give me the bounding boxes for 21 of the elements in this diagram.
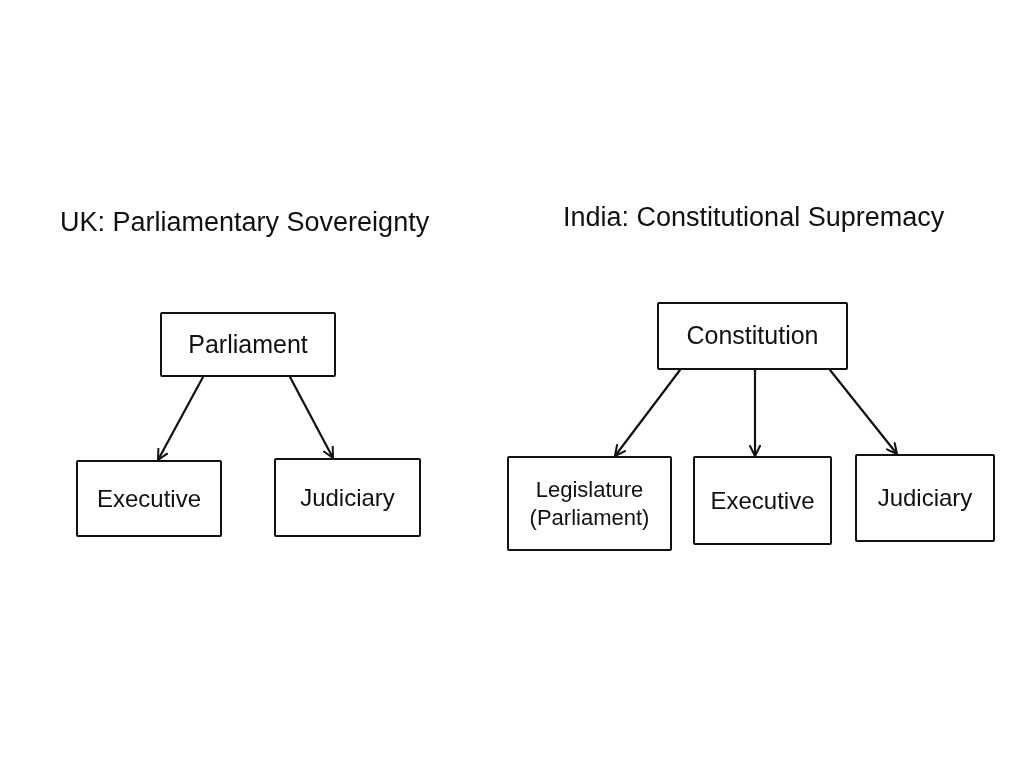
box-label: Legislature (Parliament): [528, 476, 651, 531]
box-label: Parliament: [188, 328, 308, 360]
box-label: Executive: [96, 483, 202, 514]
section-heading: UK: Parliamentary Sovereignty: [60, 206, 430, 239]
box-label: Constitution: [686, 320, 819, 352]
section-heading: India: Constitutional Supremacy: [563, 201, 945, 234]
arrow: [613, 368, 682, 458]
arrow: [288, 375, 335, 460]
org-box: [855, 454, 995, 542]
box-label: Judiciary: [300, 482, 395, 513]
org-box: [274, 458, 421, 537]
org-box: [76, 460, 222, 537]
org-box: [657, 302, 848, 370]
arrow: [828, 368, 899, 456]
org-box: [507, 456, 672, 551]
arrow: [156, 375, 205, 462]
arrow: [749, 368, 761, 458]
box-label: Judiciary: [877, 483, 973, 513]
org-box: [693, 456, 832, 545]
box-label: Executive: [710, 485, 815, 516]
org-box: [160, 312, 336, 377]
